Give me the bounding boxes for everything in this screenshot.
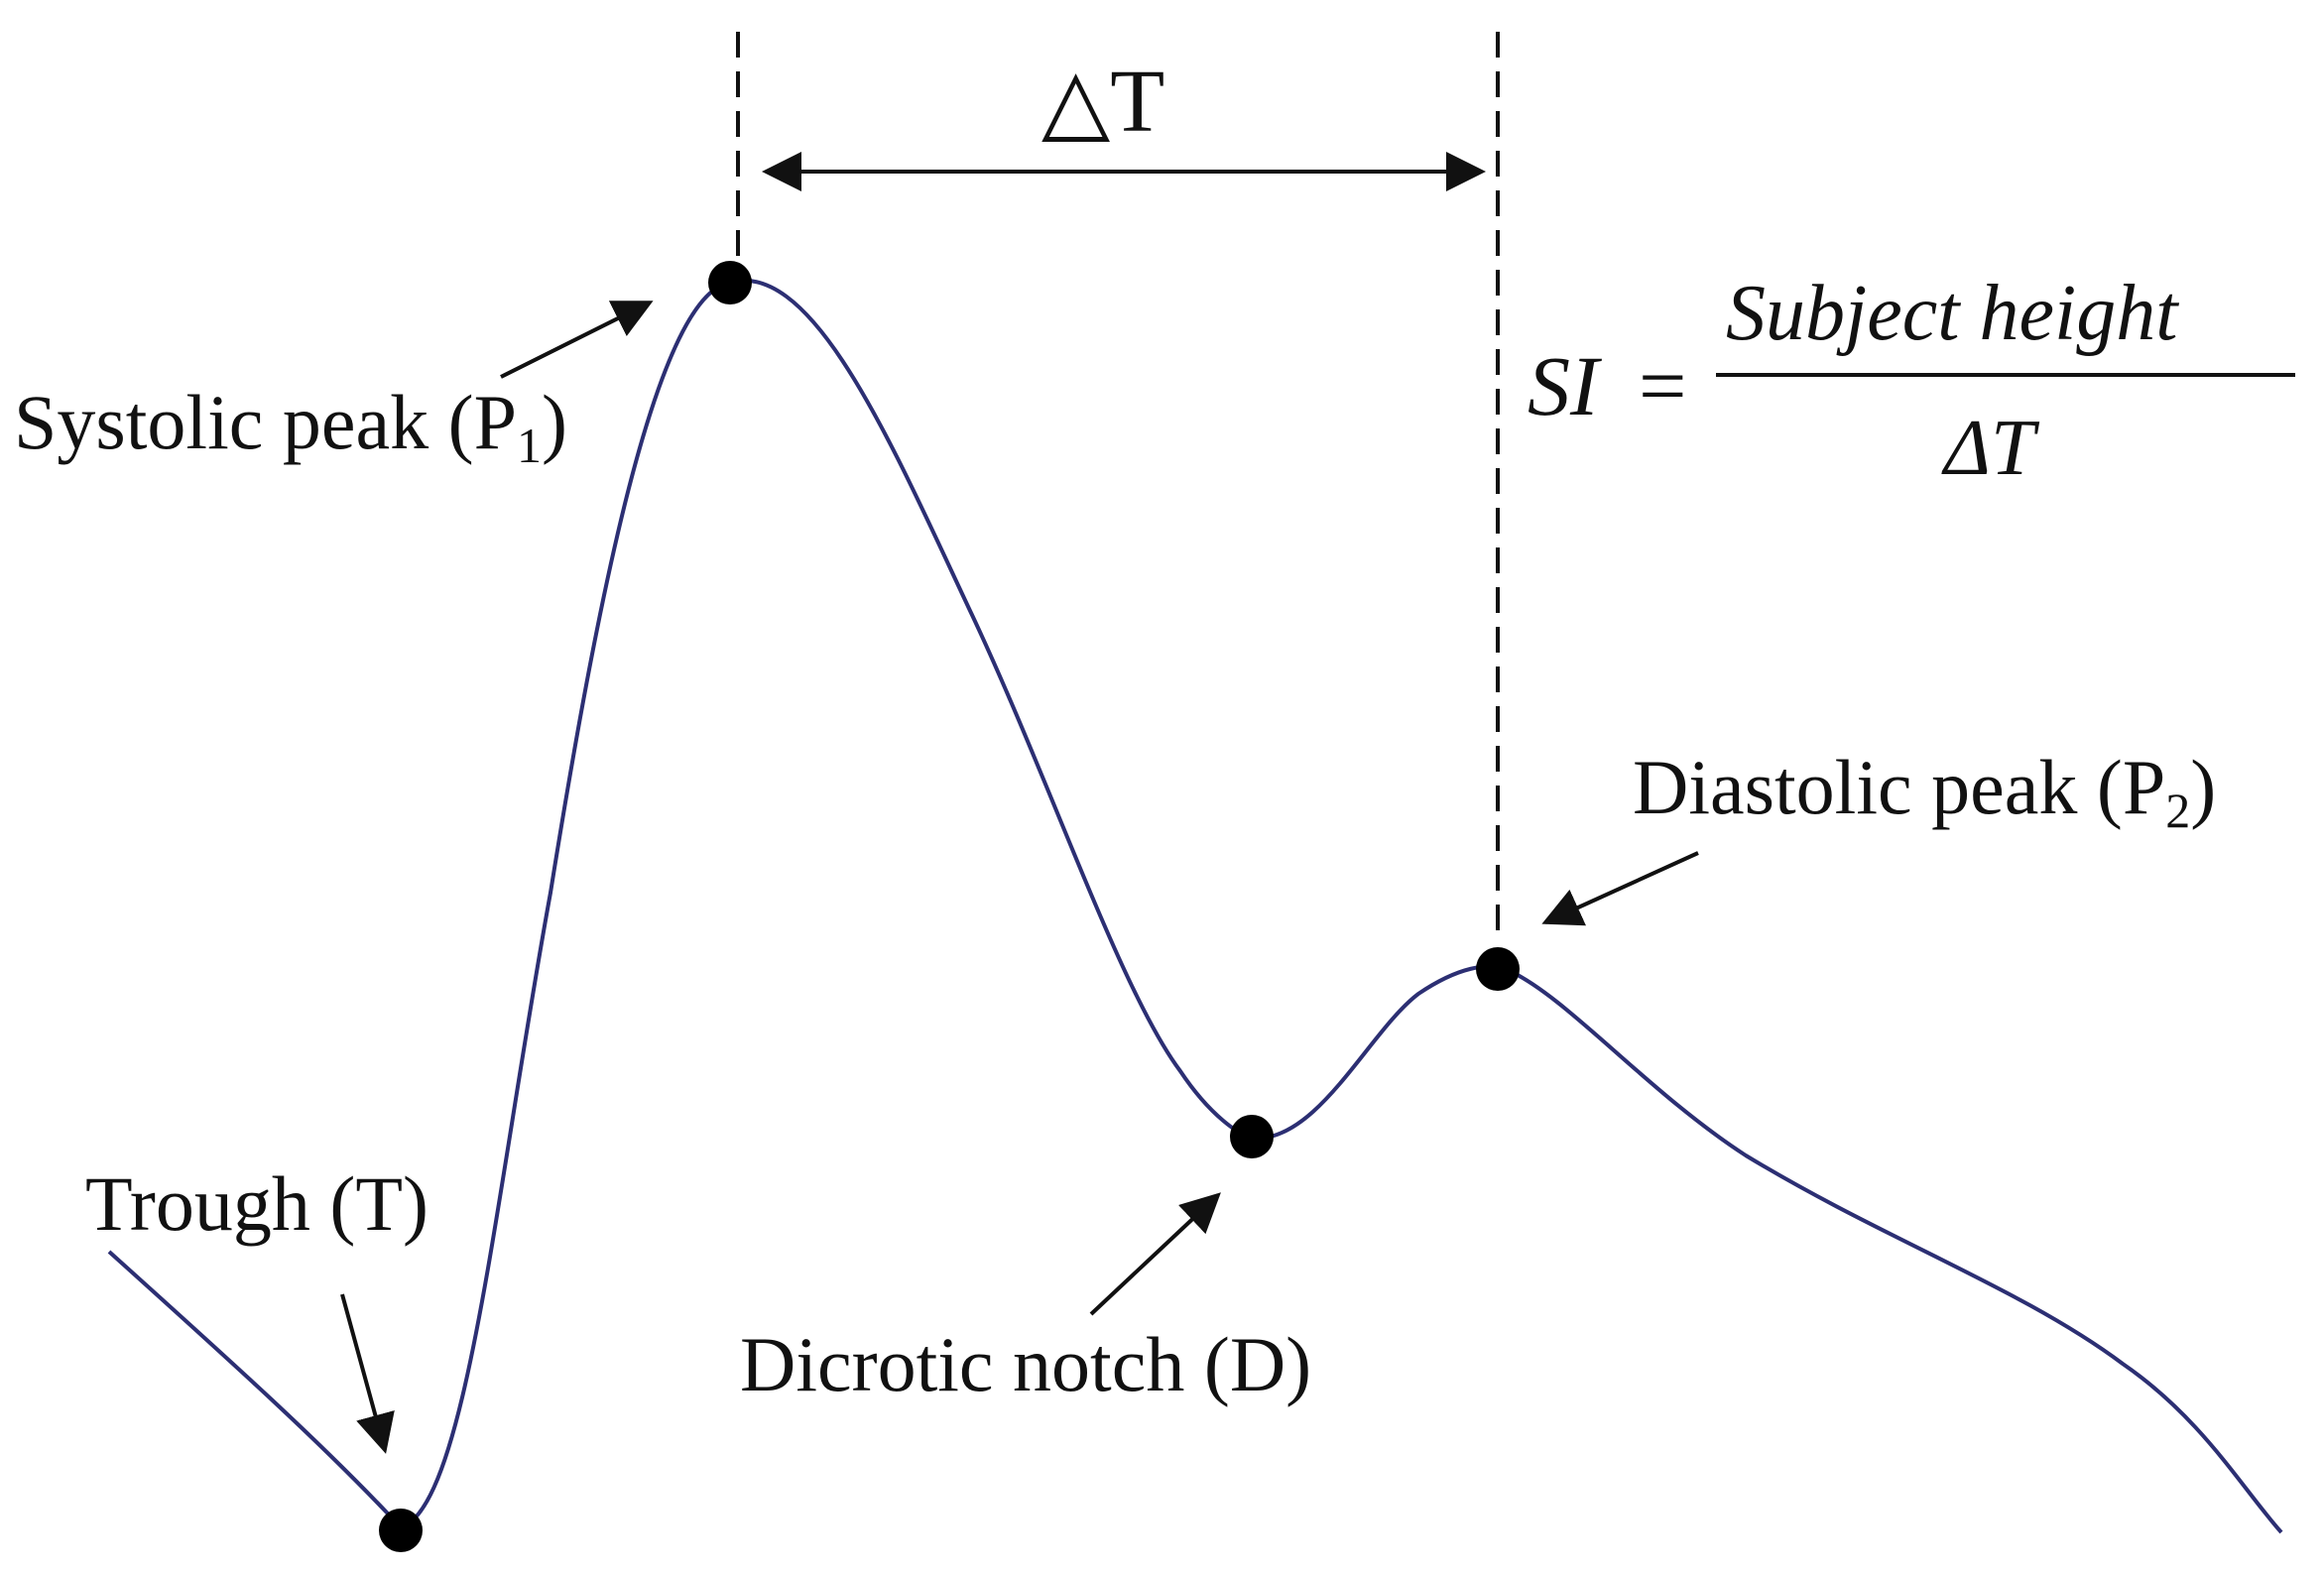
dicrotic-notch-label: Dicrotic notch (D) [740, 1321, 1311, 1407]
delta-t-label: △T [1041, 53, 1164, 151]
formula-equals: = [1639, 338, 1687, 433]
systolic-arrow [500, 301, 654, 379]
diastolic-peak-label: Diastolic peak (P2) [1633, 744, 2216, 838]
diastolic-peak-point [1476, 947, 1520, 991]
dicrotic-arrow [1089, 1192, 1221, 1316]
dicrotic-notch-point [1230, 1115, 1274, 1158]
formula-lhs: SI [1528, 338, 1602, 433]
trough-point [379, 1509, 423, 1552]
trough-arrow [340, 1293, 395, 1454]
delta-symbol: △ [1041, 53, 1110, 151]
pulse-waveform-curve [107, 278, 2283, 1534]
formula-numerator: Subject height [1726, 270, 2179, 357]
delta-letter: T [1110, 53, 1164, 151]
diastolic-arrow [1541, 851, 1699, 926]
formula-denominator: ΔT [1941, 405, 2040, 492]
systolic-peak-point [708, 261, 752, 304]
trough-label: Trough (T) [85, 1160, 428, 1247]
systolic-peak-label: Systolic peak (P1) [14, 379, 567, 473]
